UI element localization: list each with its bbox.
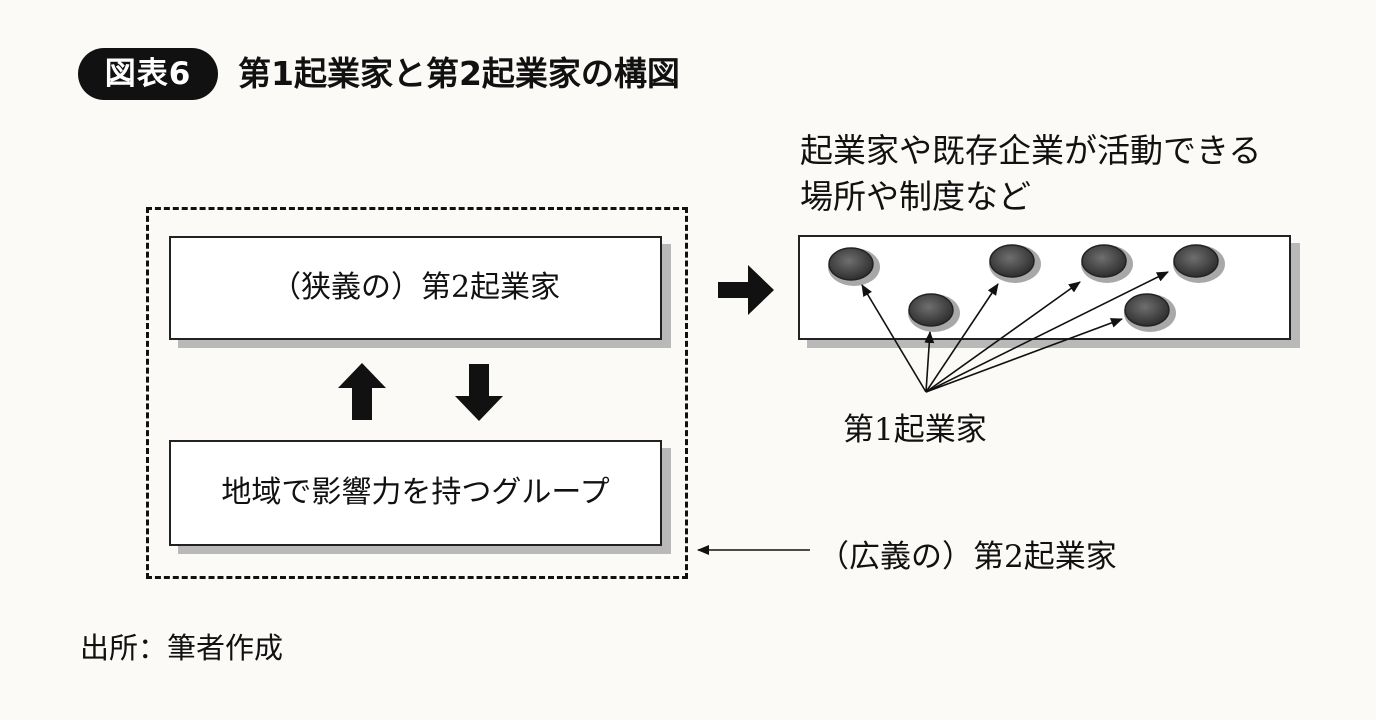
- platform-caption-line2: 場所や制度など: [800, 177, 1031, 216]
- figure-badge: 図表6: [78, 48, 218, 100]
- influential-group-box: 地域で影響力を持つグループ: [169, 440, 662, 546]
- entrepreneur-dot: [1081, 244, 1133, 283]
- narrow-second-entrepreneur-box: （狭義の）第2起業家: [169, 236, 662, 340]
- pointer-arrow: [925, 283, 999, 393]
- down-arrow-icon: [455, 364, 503, 421]
- pointer-arrows: [861, 271, 1169, 393]
- platform-caption: 起業家や既存企業が活動できる 場所や制度など: [800, 128, 1261, 220]
- source-note: 出所：筆者作成: [80, 631, 284, 665]
- entrepreneur-dots: [828, 244, 1225, 332]
- pointer-arrow: [925, 318, 1123, 393]
- pointer-arrow: [861, 284, 927, 393]
- broad-second-entrepreneur-label: （広義の）第2起業家: [818, 539, 1117, 575]
- platform-caption-line1: 起業家や既存企業が活動できる: [800, 131, 1262, 170]
- entrepreneur-dot: [1173, 244, 1225, 283]
- pointer-arrow: [924, 331, 935, 393]
- figure-title: 第1起業家と第2起業家の構図: [238, 54, 680, 93]
- pointer-arrow: [925, 271, 1169, 393]
- right-arrow-icon: [718, 265, 774, 315]
- entrepreneur-dot: [989, 244, 1041, 283]
- first-entrepreneur-label: 第1起業家: [843, 412, 987, 448]
- entrepreneur-dot: [1124, 293, 1176, 332]
- entrepreneur-dot: [828, 247, 880, 286]
- broad-second-entrepreneur-boundary: [146, 207, 688, 579]
- up-arrow-icon: [338, 363, 386, 420]
- entrepreneur-dot: [908, 293, 960, 332]
- pointer-arrow: [925, 281, 1081, 393]
